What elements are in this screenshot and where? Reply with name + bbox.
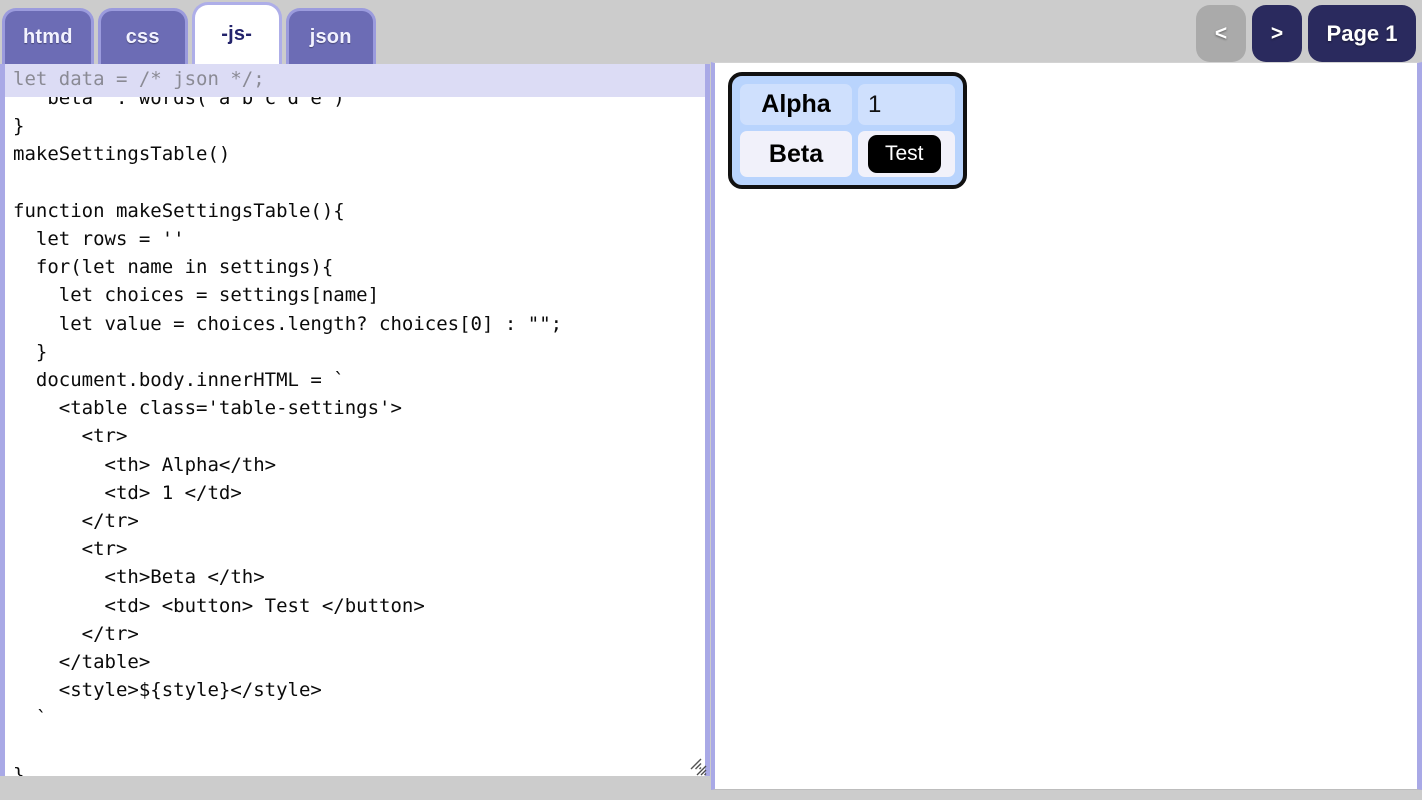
editor-banner-textarea[interactable]: let data = /* json */; [0,64,710,97]
tab-js-label: -js- [221,23,253,45]
tab-strip: htmd css -js- json [2,2,376,64]
chevron-left-icon: < [1214,21,1228,45]
tab-json[interactable]: json [285,8,376,64]
test-button[interactable]: Test [868,135,941,173]
code-editor-textarea[interactable]: 'beta' : words('a b c d e') } makeSettin… [0,64,710,776]
settings-table-body: Alpha 1 Beta Test [740,84,955,177]
tab-js[interactable]: -js- [191,2,282,64]
tab-json-label: json [309,26,352,48]
table-row: Beta Test [740,131,955,177]
editor-banner-resize-handle[interactable] [695,764,707,776]
settings-row-value: 1 [858,84,955,125]
prev-page-button[interactable]: < [1196,5,1246,62]
settings-row-value-cell: Test [858,131,955,177]
tab-htmd-label: htmd [23,26,73,48]
page-navigation: < > Page 1 [1196,5,1416,62]
next-page-button[interactable]: > [1252,5,1302,62]
tab-css[interactable]: css [97,8,188,64]
tab-htmd[interactable]: htmd [2,8,94,64]
table-row: Alpha 1 [740,84,955,125]
editor-pane: 'beta' : words('a b c d e') } makeSettin… [0,64,710,776]
page-indicator-label: Page 1 [1326,20,1398,46]
settings-row-header: Beta [740,131,852,177]
settings-row-header: Alpha [740,84,852,125]
top-bar: htmd css -js- json < > Page 1 [0,0,1422,64]
preview-pane: Alpha 1 Beta Test [711,62,1422,790]
code-editor-resize-handle[interactable] [689,757,702,770]
settings-table: Alpha 1 Beta Test [728,72,967,189]
page-indicator-button[interactable]: Page 1 [1308,5,1416,62]
tab-css-label: css [125,26,160,48]
chevron-right-icon: > [1270,21,1284,45]
